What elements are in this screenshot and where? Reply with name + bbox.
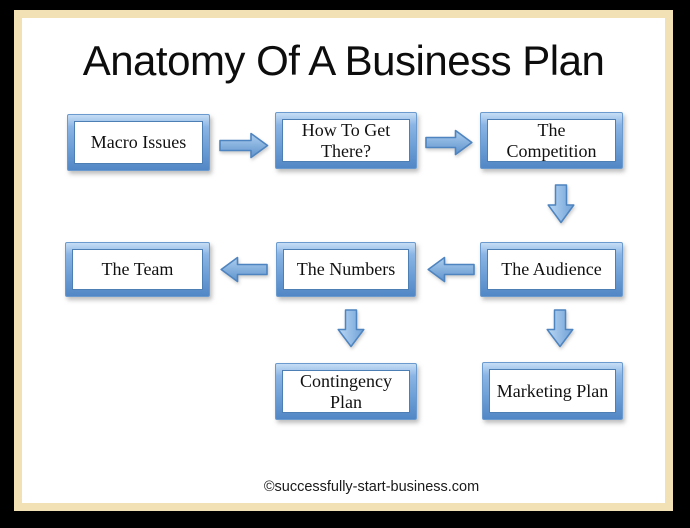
flow-node-the-audience: The Audience xyxy=(480,242,623,297)
tan-frame-mat: Anatomy Of A Business Plan Macro Issues … xyxy=(14,10,673,511)
flow-node-label: The Audience xyxy=(487,249,616,290)
flow-node-label: The Numbers xyxy=(283,249,409,290)
flow-node-label: Marketing Plan xyxy=(489,369,616,413)
flow-node-macro-issues: Macro Issues xyxy=(67,114,210,171)
arrow-right-icon xyxy=(425,129,473,156)
arrow-down-icon xyxy=(547,184,575,224)
flow-node-label: Contingency Plan xyxy=(282,370,410,413)
flow-node-label: Macro Issues xyxy=(74,121,203,164)
arrow-left-icon xyxy=(427,256,475,283)
flow-node-label: The Competition xyxy=(487,119,616,162)
flow-node-the-competition: The Competition xyxy=(480,112,623,169)
arrow-right-icon xyxy=(219,132,269,159)
arrow-down-icon xyxy=(337,309,365,348)
flow-node-marketing-plan: Marketing Plan xyxy=(482,362,623,420)
flow-node-how-to-get-there: How To Get There? xyxy=(275,112,417,169)
flow-node-the-numbers: The Numbers xyxy=(276,242,416,297)
flow-node-label: The Team xyxy=(72,249,203,290)
flow-node-the-team: The Team xyxy=(65,242,210,297)
flow-node-contingency-plan: Contingency Plan xyxy=(275,363,417,420)
arrow-left-icon xyxy=(220,256,268,283)
attribution-text: ©successfully-start-business.com xyxy=(263,479,480,495)
flow-node-label: How To Get There? xyxy=(282,119,410,162)
diagram-title: Anatomy Of A Business Plan xyxy=(82,37,605,84)
diagram-canvas: Anatomy Of A Business Plan Macro Issues … xyxy=(22,18,665,503)
arrow-down-icon xyxy=(546,309,574,348)
